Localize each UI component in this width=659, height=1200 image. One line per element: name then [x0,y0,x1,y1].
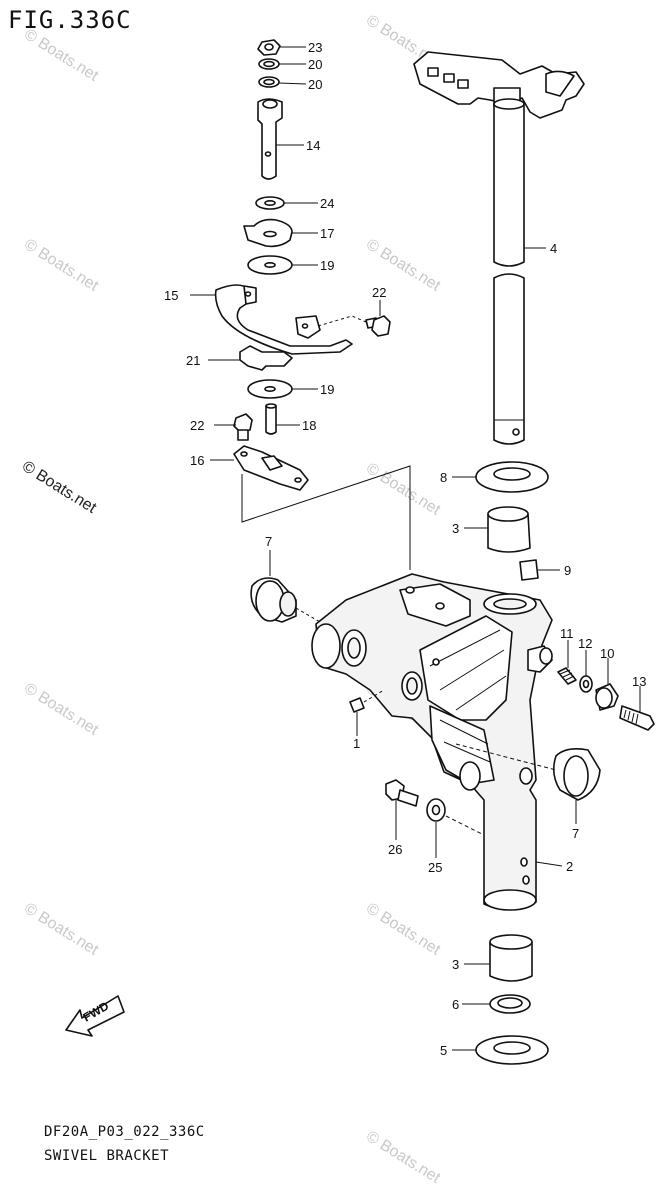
callout-20: 20 [308,57,322,72]
callout-2: 2 [566,859,573,874]
part-19-washer [247,379,318,399]
callout-15: 15 [164,288,178,303]
part-7-bushing [250,550,321,623]
figure-title: FIG.336C [8,6,132,34]
callout-20: 20 [308,77,322,92]
callout-13: 13 [632,674,646,689]
callout-16: 16 [190,453,204,468]
part-22-bolt [214,413,253,441]
callout-9: 9 [564,563,571,578]
callout-19: 19 [320,382,334,397]
callout-4: 4 [550,241,557,256]
part-8-washer [452,461,549,493]
callout-21: 21 [186,353,200,368]
part-14-pin [257,98,304,180]
callout-14: 14 [306,138,320,153]
part-13-bolt [619,686,655,731]
part-3-bushing [464,934,533,982]
part-26-bolt [385,779,419,840]
part-6-ring [462,994,531,1014]
part-22-bolt [365,300,391,337]
part-24-washer [255,196,318,210]
part-19-washer [247,255,318,275]
part-10-knob [595,658,619,711]
callout-10: 10 [600,646,614,661]
callout-1: 1 [353,736,360,751]
callout-19: 19 [320,258,334,273]
callout-3: 3 [452,521,459,536]
part-3-bushing [464,506,531,553]
part-9-piece [519,559,560,581]
part-5-washer [452,1035,549,1065]
part-18-pin [265,403,300,435]
part-17-plate [243,218,318,248]
part-15-lever [190,284,367,355]
callout-3: 3 [452,957,459,972]
part-4-steering-shaft [413,51,585,445]
part-21-plate [208,345,293,371]
part-23-nut [257,39,306,56]
callout-17: 17 [320,226,334,241]
callout-26: 26 [388,842,402,857]
callout-11: 11 [560,626,574,641]
figure-code: DF20A_P03_022_336C [44,1124,205,1140]
part-2-swivel-bracket [311,573,563,911]
callout-7: 7 [265,534,272,549]
callout-12: 12 [578,636,592,651]
part-12-washer [579,650,593,693]
callout-5: 5 [440,1043,447,1058]
callout-25: 25 [428,860,442,875]
callout-8: 8 [440,470,447,485]
part-1-grease-nipple [349,689,385,736]
part-7-bushing [455,743,601,824]
figure-name: SWIVEL BRACKET [44,1148,170,1164]
callout-23: 23 [308,40,322,55]
part-11-spring [557,640,577,685]
part-20-washer [258,76,307,88]
part-25-collar [426,798,483,858]
part-16-plate [210,445,411,570]
callout-18: 18 [302,418,316,433]
part-20-washer [258,58,306,70]
fwd-arrow-icon: FWD [65,995,125,1037]
callout-7: 7 [572,826,579,841]
callout-22: 22 [190,418,204,433]
callout-6: 6 [452,997,459,1012]
callout-22: 22 [372,285,386,300]
callout-24: 24 [320,196,334,211]
